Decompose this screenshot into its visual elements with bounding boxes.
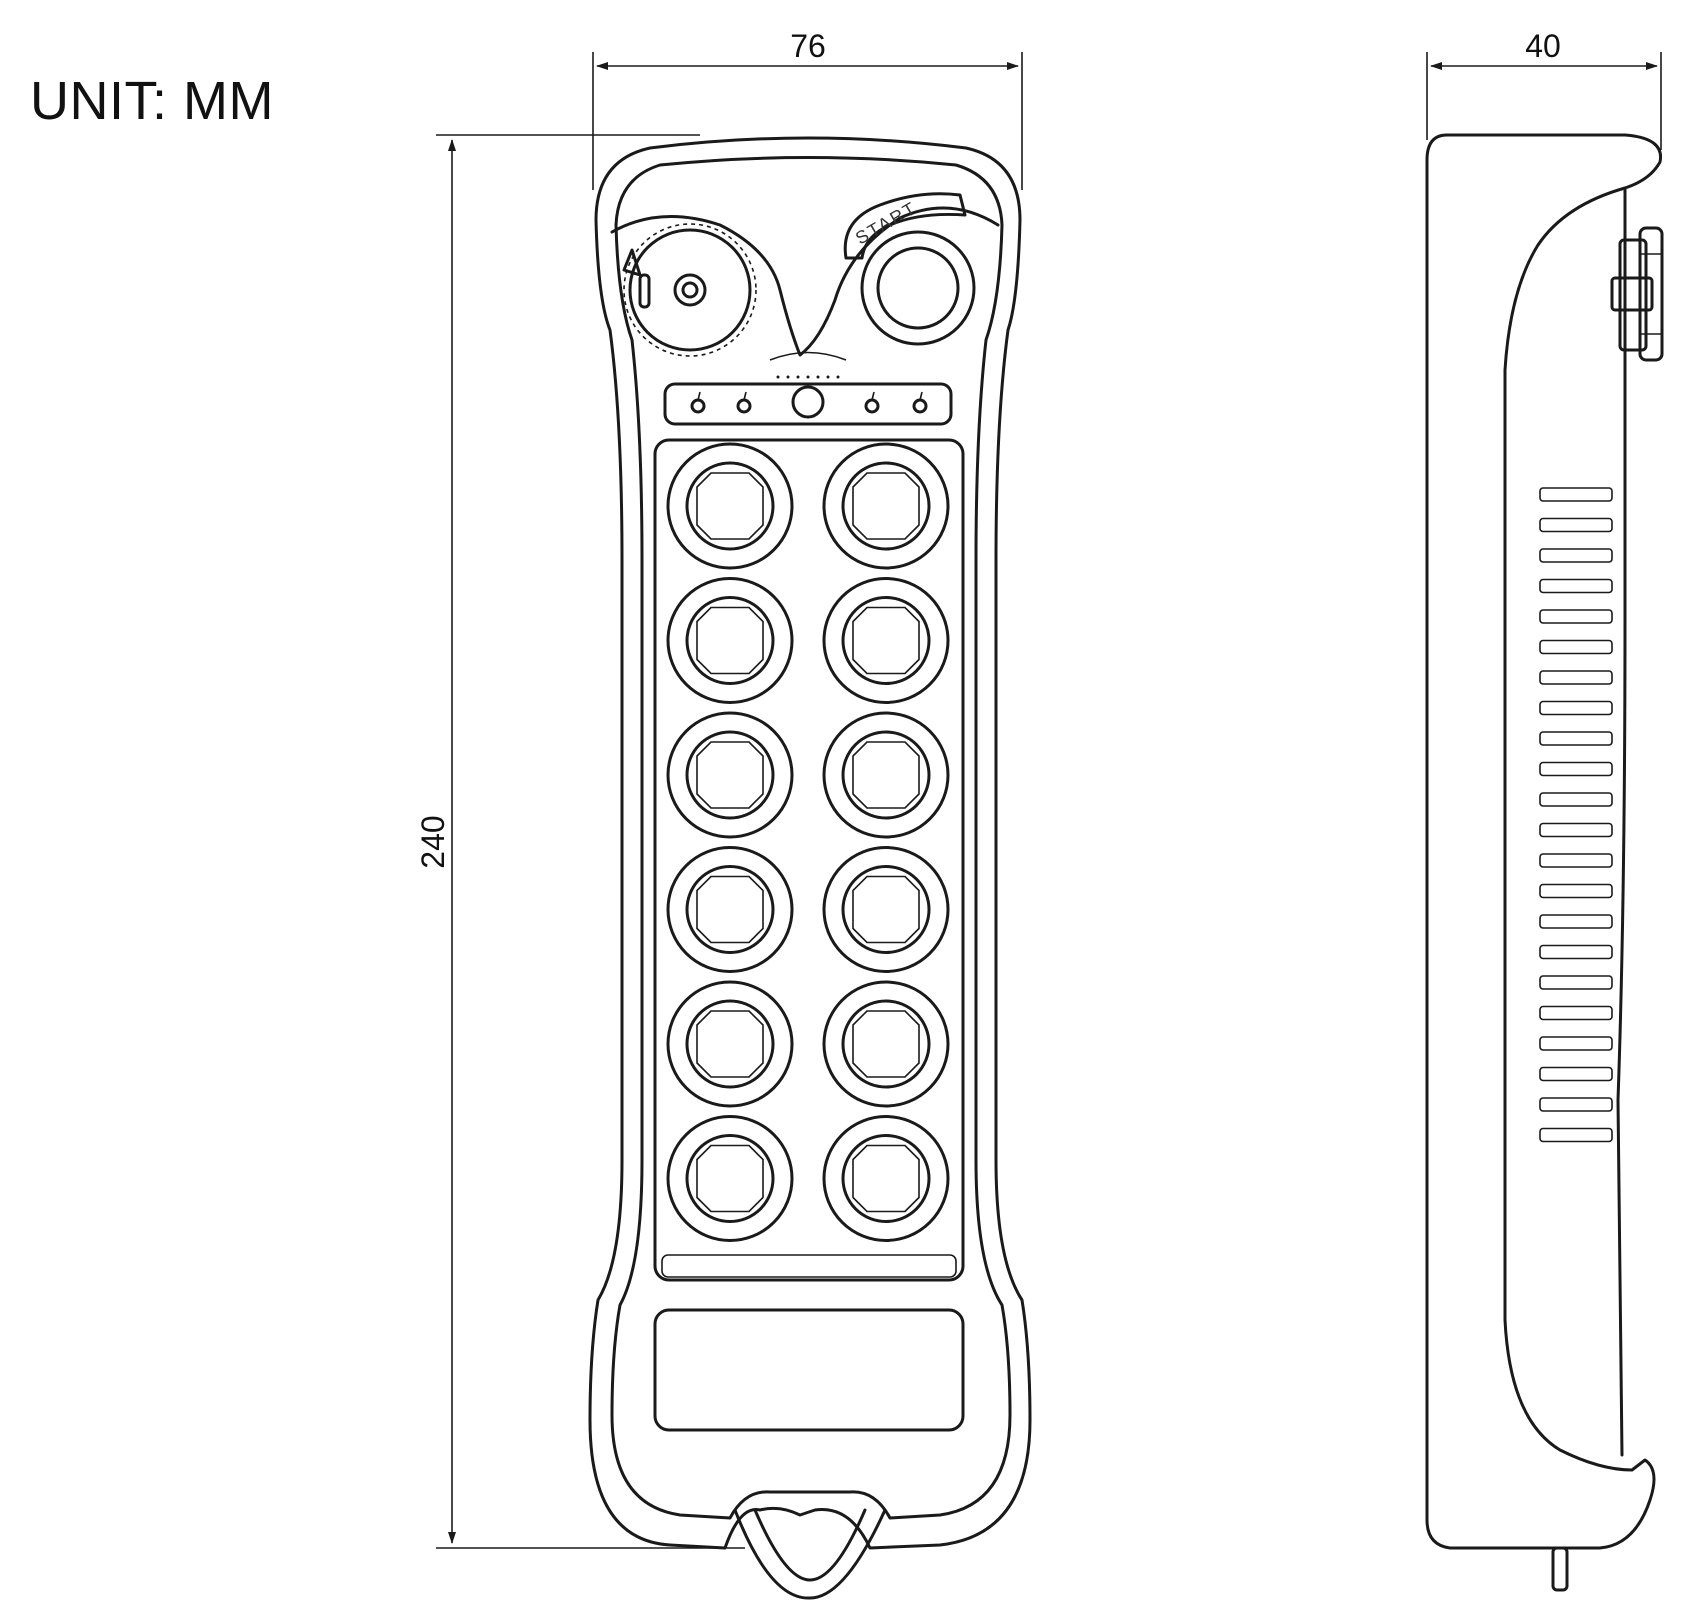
front-inner-bezel — [610, 156, 1012, 1520]
height-value: 240 — [415, 815, 451, 868]
label-window — [653, 1308, 965, 1432]
grip-rib — [1539, 487, 1613, 502]
grip-rib — [1539, 883, 1613, 899]
indicator-strip — [663, 351, 953, 426]
function-button[interactable] — [822, 442, 950, 570]
dimension-height: 240 — [415, 134, 745, 1549]
function-button[interactable] — [822, 1115, 950, 1242]
grip-rib — [1539, 1036, 1613, 1051]
function-button[interactable] — [822, 711, 950, 839]
function-button[interactable] — [822, 846, 950, 973]
grip-rib — [1539, 1066, 1613, 1082]
grip-rib — [1539, 548, 1613, 563]
side-view — [1425, 133, 1664, 1592]
front-view: START — [588, 136, 1032, 1600]
led-indicator-icon — [736, 391, 752, 414]
function-button[interactable] — [822, 577, 950, 704]
function-button[interactable] — [822, 980, 950, 1108]
dot-mark — [826, 375, 830, 379]
depth-value: 40 — [1525, 28, 1561, 64]
dot-mark — [786, 375, 790, 379]
function-button[interactable] — [666, 846, 794, 973]
grip-rib — [1539, 609, 1613, 624]
grip-rib — [1539, 914, 1613, 929]
function-button[interactable] — [666, 1115, 794, 1242]
unit-label: UNIT: MM — [30, 71, 274, 131]
grip-rib — [1539, 1127, 1613, 1143]
function-button[interactable] — [666, 980, 794, 1108]
button-panel-lip — [661, 1254, 957, 1278]
led-indicator-icon — [690, 391, 706, 414]
power-indicator-icon — [791, 385, 825, 419]
dot-mark — [816, 375, 820, 379]
grip-rib — [1539, 975, 1613, 990]
lanyard-loop — [733, 1508, 887, 1600]
rotary-selector[interactable] — [622, 223, 757, 357]
button-panel — [653, 438, 965, 1282]
grip-rib — [1539, 517, 1613, 533]
dimension-width: 76 — [592, 28, 1023, 190]
side-parting-line — [1616, 186, 1627, 1457]
grip-rib — [1539, 761, 1613, 777]
function-button[interactable] — [666, 442, 794, 570]
dot-mark — [776, 375, 780, 379]
side-rotary-knob — [1610, 226, 1664, 362]
grip-rib — [1539, 670, 1613, 685]
antenna-stub — [1551, 1546, 1569, 1592]
start-label-plate: START — [843, 192, 967, 260]
top-faceplate — [610, 206, 1000, 357]
grip-rib — [1539, 792, 1613, 807]
dot-mark — [806, 375, 810, 379]
function-button[interactable] — [666, 711, 794, 839]
grip-rib — [1539, 639, 1613, 655]
function-buttons — [666, 442, 950, 1242]
front-body-outline — [588, 136, 1032, 1550]
grip-rib — [1539, 700, 1613, 716]
grip-rib — [1539, 944, 1613, 960]
grip-rib — [1539, 731, 1613, 746]
grip-rib — [1539, 1097, 1613, 1112]
dot-mark — [836, 375, 840, 379]
grip-ribs — [1539, 487, 1613, 1143]
grip-rib — [1539, 822, 1613, 838]
width-value: 76 — [790, 28, 826, 64]
grip-rib — [1539, 1005, 1613, 1021]
dimension-depth: 40 — [1426, 28, 1662, 150]
function-button[interactable] — [666, 577, 794, 704]
led-indicator-icon — [864, 391, 880, 414]
led-indicator-icon — [912, 391, 928, 414]
grip-rib — [1539, 853, 1613, 868]
grip-rib — [1539, 578, 1613, 594]
start-button[interactable] — [860, 230, 976, 346]
dot-mark — [796, 375, 800, 379]
